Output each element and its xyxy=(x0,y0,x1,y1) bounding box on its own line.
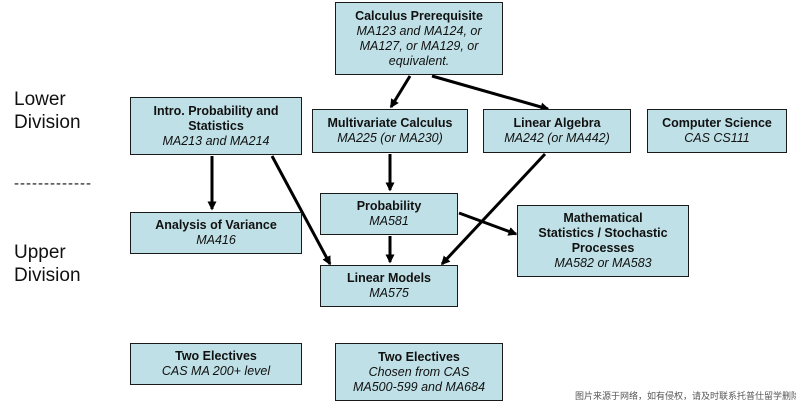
arrow-probability-to-math-stats xyxy=(458,211,518,236)
box-title: Processes xyxy=(571,241,635,255)
box-title: Two Electives xyxy=(378,349,460,364)
watermark-text: 图片来源于网络，如有侵权，请及时联系托普仕留学删除 xyxy=(575,391,796,401)
box-course-line: CAS MA 200+ level xyxy=(161,364,271,378)
box-course-line: CAS CS111 xyxy=(684,131,750,145)
calculus-prerequisite-box: Calculus Prerequisite MA123 and MA124, o… xyxy=(335,2,503,75)
box-title: Calculus Prerequisite xyxy=(355,8,483,23)
multivariate-calculus-box: Multivariate Calculus MA225 (or MA230) xyxy=(312,109,468,153)
box-title: Probability xyxy=(356,199,422,213)
box-course-line: MA225 (or MA230) xyxy=(337,131,443,145)
two-electives-500-level-box: Two Electives Chosen from CAS MA500-599 … xyxy=(335,343,503,401)
box-course-line: MA123 and MA124, or xyxy=(356,23,482,38)
box-title: Mathematical xyxy=(563,211,643,225)
box-title: Two Electives xyxy=(175,349,257,363)
box-title: Linear Algebra xyxy=(513,116,601,130)
box-title: Statistics xyxy=(188,118,244,133)
box-course-line: MA416 xyxy=(196,233,236,247)
arrow-intro-to-linear-models xyxy=(270,155,332,266)
box-title: Linear Models xyxy=(346,271,432,285)
mathematical-statistics-box: Mathematical Statistics / Stochastic Pro… xyxy=(517,205,689,277)
linear-algebra-box: Linear Algebra MA242 (or MA442) xyxy=(483,109,631,153)
upper-division-label-line1: Upper xyxy=(14,242,66,263)
box-title: Computer Science xyxy=(662,116,772,130)
box-course-line: MA500-599 and MA684 xyxy=(352,379,486,394)
box-title: Statistics / Stochastic xyxy=(538,226,668,240)
linear-models-box: Linear Models MA575 xyxy=(320,265,458,307)
arrow-calculus-to-multivariate xyxy=(389,75,412,109)
box-course-line: MA242 (or MA442) xyxy=(504,131,610,145)
two-electives-200-level-box: Two Electives CAS MA 200+ level xyxy=(130,343,302,385)
box-title: Analysis of Variance xyxy=(155,218,277,232)
division-divider: ------------- xyxy=(14,175,92,192)
box-course-line: MA213 and MA214 xyxy=(162,133,270,148)
lower-division-label-line2: Division xyxy=(14,112,81,133)
arrow-calculus-to-linear-algebra xyxy=(431,74,550,112)
box-title: Multivariate Calculus xyxy=(327,116,453,130)
probability-box: Probability MA581 xyxy=(320,193,458,235)
box-course-line: MA127, or MA129, or xyxy=(359,38,479,53)
box-course-line: MA582 or MA583 xyxy=(554,256,652,270)
arrow-linear-algebra-to-linear-models xyxy=(440,152,547,266)
box-course-line: Chosen from CAS xyxy=(368,364,470,379)
analysis-of-variance-box: Analysis of Variance MA416 xyxy=(130,212,302,254)
computer-science-box: Computer Science CAS CS111 xyxy=(647,109,787,153)
lower-division-label: Lower Division xyxy=(14,88,81,134)
lower-division-label-line1: Lower xyxy=(14,89,66,110)
box-title: Intro. Probability and xyxy=(153,103,279,118)
box-course-line: MA575 xyxy=(369,286,409,300)
box-course-line: equivalent. xyxy=(388,53,450,68)
intro-probability-statistics-box: Intro. Probability and Statistics MA213 … xyxy=(130,97,302,155)
box-course-line: MA581 xyxy=(369,214,409,228)
upper-division-label: Upper Division xyxy=(14,241,81,287)
upper-division-label-line2: Division xyxy=(14,265,81,286)
